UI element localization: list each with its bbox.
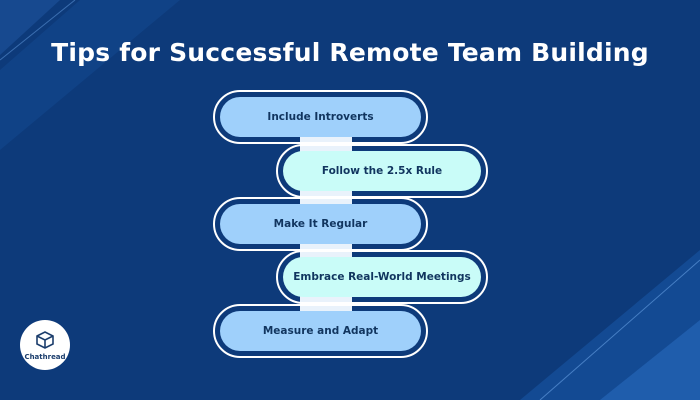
step-5-label: Measure and Adapt: [220, 311, 421, 351]
step-3: Make It Regular: [213, 197, 428, 251]
logo-badge: Chathread: [20, 320, 70, 370]
step-3-label: Make It Regular: [220, 204, 421, 244]
chat-thread-logo-icon: [36, 330, 54, 349]
step-4-label: Embrace Real-World Meetings: [283, 257, 481, 297]
page-title: Tips for Successful Remote Team Building: [51, 38, 649, 67]
chathread-logo: Chathread: [10, 320, 80, 390]
step-1-label: Include Introverts: [220, 97, 421, 137]
step-2: Follow the 2.5x Rule: [276, 144, 488, 198]
step-5: Measure and Adapt: [213, 304, 428, 358]
step-4: Embrace Real-World Meetings: [276, 250, 488, 304]
step-2-label: Follow the 2.5x Rule: [283, 151, 481, 191]
logo-text: Chathread: [24, 352, 66, 361]
step-1: Include Introverts: [213, 90, 428, 144]
